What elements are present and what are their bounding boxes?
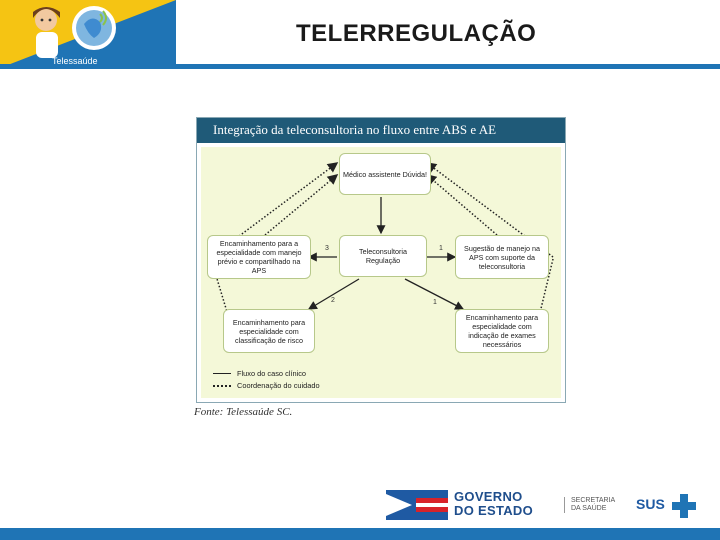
legend-solid: Fluxo do caso clínico (213, 369, 306, 378)
footer-logos: GOVERNO DO ESTADO SECRETARIA DA SAÚDE SU… (386, 490, 706, 520)
mascot-icon (33, 7, 60, 58)
legend-dotted-line (213, 384, 231, 387)
legend-solid-line (213, 373, 231, 374)
node-encaminhamento-aps: Encaminhamento para a especialidade com … (207, 235, 311, 279)
page-title: TELERREGULAÇÃO (296, 20, 537, 47)
governo-logo-text: GOVERNO DO ESTADO (454, 489, 534, 518)
source-caption: Fonte: Telessaúde SC. (194, 406, 293, 418)
dotted-sugestao-medico (425, 174, 498, 236)
dotted-aps-medico (264, 174, 339, 236)
bahia-flag-icon (386, 490, 448, 520)
node-encaminhamento-risco: Encaminhamento para especialidade com cl… (223, 309, 315, 353)
telessaude-logo: Telessaúde (0, 0, 176, 68)
logo-text: Telessaúde (52, 56, 98, 66)
sus-cross-icon (672, 494, 696, 518)
diagram-header: Integração da teleconsultoria no fluxo e… (197, 118, 565, 143)
node-sugestao: Sugestão de manejo na APS com suporte da… (455, 235, 549, 279)
bottom-bar (0, 528, 720, 540)
node-teleconsultoria: Teleconsultoria Regulação (339, 235, 427, 277)
edge-label-1-sugestao: 1 (439, 245, 443, 252)
legend-solid-label: Fluxo do caso clínico (237, 369, 307, 378)
node-encaminhamento-exames: Encaminhamento para especialidade com in… (455, 309, 549, 353)
flow-diagram: Integração da teleconsultoria no fluxo e… (196, 117, 566, 403)
edge-label-1-exames: 1 (433, 299, 437, 306)
edge-label-2: 2 (331, 297, 335, 304)
edge-label-3: 3 (325, 245, 329, 252)
header-accent-line (0, 64, 720, 69)
legend-dotted: Coordenação do cuidado (213, 381, 320, 390)
diagram-body: Médico assistente Dúvida! Teleconsultori… (201, 147, 561, 398)
arrow-tele-risco (307, 278, 360, 310)
node-medico: Médico assistente Dúvida! (339, 153, 431, 195)
globe-icon (72, 6, 116, 50)
sus-text: SUS (636, 496, 665, 512)
secretaria-text: SECRETARIA DA SAÚDE (564, 497, 615, 513)
legend-dotted-label: Coordenação do cuidado (237, 381, 320, 390)
diagram-title: Integração da teleconsultoria no fluxo e… (213, 122, 497, 137)
arrow-tele-exames (404, 278, 465, 310)
